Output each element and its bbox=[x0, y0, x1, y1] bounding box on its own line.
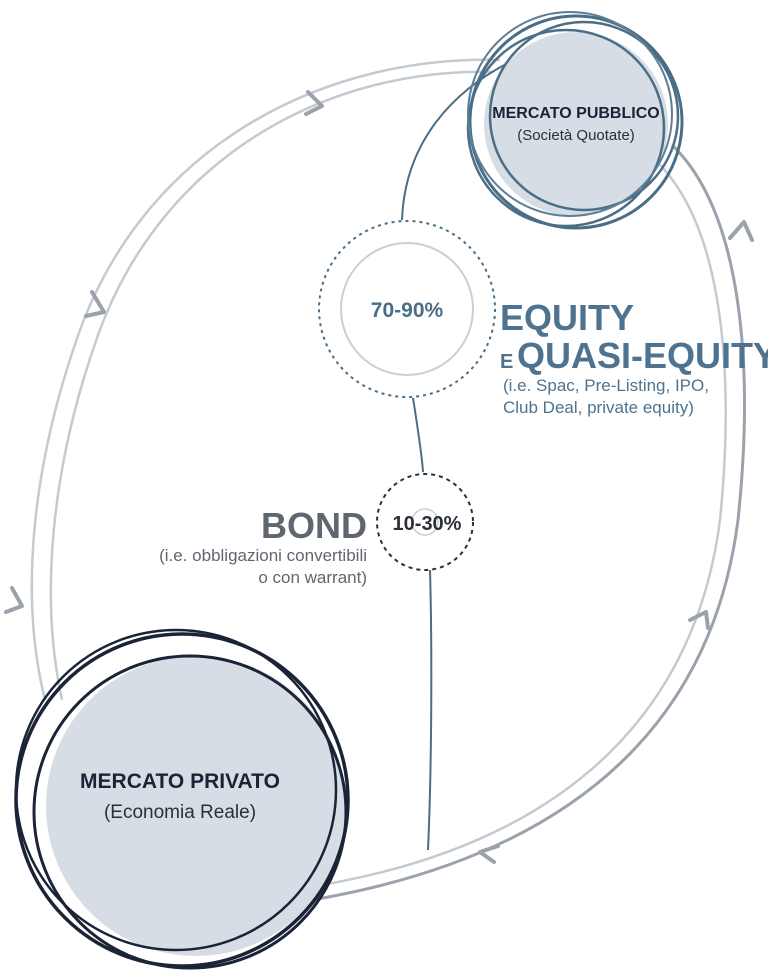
bond-percent-node: 10-30% bbox=[376, 473, 474, 571]
chevron-arrow-icon bbox=[84, 290, 106, 318]
chevron-arrow-icon bbox=[4, 90, 754, 864]
public-market-node: MERCATO PUBBLICO (Società Quotate) bbox=[466, 11, 684, 230]
bond-percent-label: 10-30% bbox=[393, 513, 462, 535]
equity-percent-label: 70-90% bbox=[371, 299, 444, 322]
bond-detail-line1: (i.e. obbligazioni convertibili bbox=[159, 546, 367, 565]
chevron-arrow-icon bbox=[688, 610, 710, 630]
outer-cycle-right bbox=[279, 143, 746, 907]
bond-label-group: BOND (i.e. obbligazioni convertibili o c… bbox=[159, 505, 367, 587]
center-connector bbox=[401, 61, 511, 851]
chevron-arrow-icon bbox=[4, 586, 24, 614]
bond-heading: BOND bbox=[261, 505, 367, 546]
private-market-node: MERCATO PRIVATO (Economia Reale) bbox=[14, 628, 350, 970]
equity-percent-node: 70-90% bbox=[318, 220, 496, 398]
private-market-subtitle: (Economia Reale) bbox=[104, 802, 256, 823]
bond-detail-line2: o con warrant) bbox=[258, 568, 367, 587]
equity-heading-prefix: E bbox=[500, 351, 513, 373]
quasi-equity-heading: QUASI-EQUITY bbox=[517, 335, 768, 376]
outer-cycle-right-inner bbox=[289, 164, 727, 892]
equity-detail-line1: (i.e. Spac, Pre-Listing, IPO, bbox=[503, 376, 709, 395]
outer-cycle-left bbox=[30, 58, 501, 701]
public-market-title: MERCATO PUBBLICO bbox=[492, 105, 659, 122]
chevron-arrow-icon bbox=[478, 844, 500, 864]
private-market-title: MERCATO PRIVATO bbox=[80, 770, 280, 793]
equity-label-group: EQUITY E QUASI-EQUITY (i.e. Spac, Pre-Li… bbox=[500, 297, 768, 417]
public-market-subtitle: (Società Quotate) bbox=[517, 127, 635, 144]
chevron-arrow-icon bbox=[728, 220, 754, 242]
chevron-arrow-icon bbox=[304, 90, 324, 116]
equity-heading: EQUITY bbox=[500, 297, 634, 338]
equity-detail-line2: Club Deal, private equity) bbox=[503, 398, 694, 417]
